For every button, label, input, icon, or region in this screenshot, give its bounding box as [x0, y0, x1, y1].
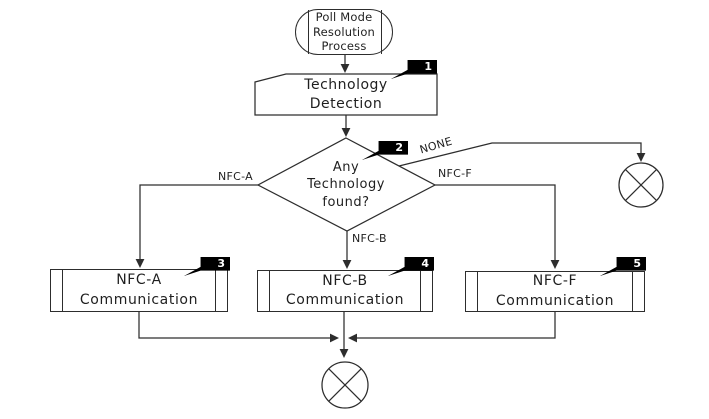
subroutine-side-bar-right [419, 271, 421, 311]
nfc-a-line-2: Communication [79, 291, 199, 308]
step-badge-3-number: 3 [217, 257, 225, 270]
step-badge-1-number: 1 [424, 60, 432, 73]
nfc-a-communication-label: NFC-A Communication [51, 270, 227, 311]
nfc-f-line-2: Communication [495, 292, 615, 309]
connector-nfc-a-to-join [138, 312, 330, 339]
connector-nfc-f-to-join [357, 312, 556, 339]
branch-label-nfc-b: NFC-B [352, 232, 387, 245]
nfc-f-communication-label: NFC-F Communication [466, 272, 644, 311]
subroutine-side-bar-left [62, 270, 64, 311]
technology-detection-shape [254, 73, 438, 116]
nfc-a-communication-process: NFC-A Communication [50, 269, 228, 312]
exit-connector-circle-bottom [321, 361, 369, 409]
connector-branch-none [398, 142, 642, 167]
nfc-b-communication-label: NFC-B Communication [258, 271, 432, 311]
nfc-f-line-1: NFC-F [532, 273, 578, 289]
branch-label-nfc-f: NFC-F [438, 167, 473, 180]
subroutine-side-bar-right [631, 272, 633, 311]
connector-branch-nfc-a [139, 184, 258, 259]
step-badge-2-number: 2 [395, 141, 403, 154]
branch-label-nfc-a: NFC-A [218, 170, 253, 183]
nfc-f-communication-process: NFC-F Communication [465, 271, 645, 312]
terminator-side-bar-right [380, 10, 382, 54]
subroutine-side-bar-left [477, 272, 479, 311]
nfc-b-line-2: Communication [285, 292, 405, 308]
step-badge-5-number: 5 [633, 257, 641, 270]
step-badge-4-number: 4 [421, 257, 429, 270]
nfc-b-communication-process: NFC-B Communication [257, 270, 433, 312]
connector-branch-nfc-f [435, 184, 556, 260]
terminator-side-bar-left [308, 10, 310, 54]
nfc-b-line-1: NFC-B [322, 272, 368, 289]
exit-connector-circle-right [618, 162, 664, 208]
subroutine-side-bar-right [214, 270, 216, 311]
nfc-a-line-1: NFC-A [116, 272, 162, 288]
arrowheads [135, 64, 646, 358]
start-terminator [295, 9, 393, 55]
decision-diamond-shape [256, 137, 437, 232]
subroutine-side-bar-left [269, 271, 271, 311]
